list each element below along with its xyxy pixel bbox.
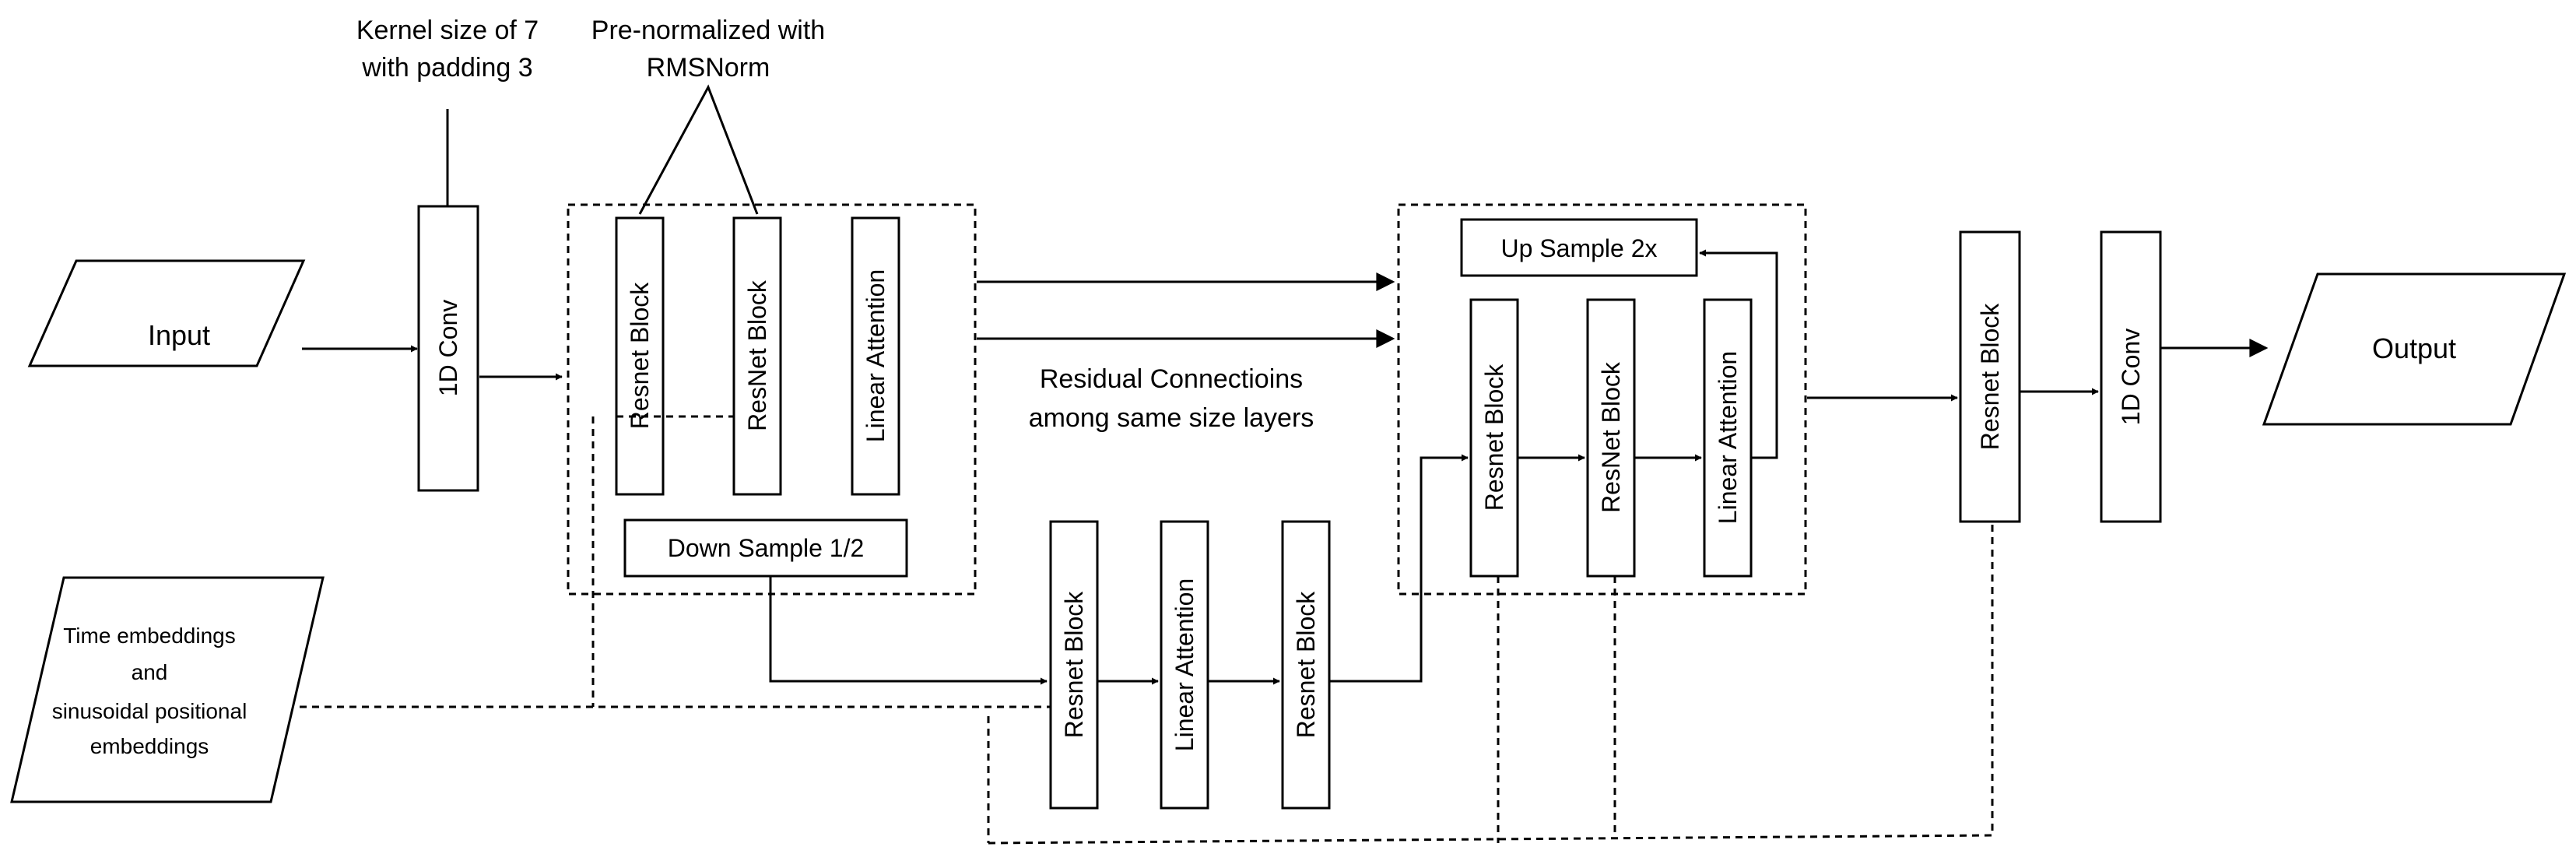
solid-connections <box>302 249 2269 685</box>
conv-out-label: 1D Conv <box>2117 329 2145 426</box>
middle-resnet-1-label: Resnet Block <box>1060 591 1088 739</box>
downsample-block: Down Sample 1/2 <box>623 518 908 578</box>
output-parallelogram <box>2262 272 2567 426</box>
arrow-middle-to-decoder <box>1329 454 1469 683</box>
decoder-resnet-block-2: ResNet Block <box>1586 298 1636 578</box>
input-label: Input <box>148 319 210 351</box>
final-resnet-block: Resnet Block <box>1959 230 2021 523</box>
time-embedding-connections <box>300 415 1994 845</box>
time-embedding-line1: Time embeddings <box>63 624 236 648</box>
annotation-prenorm: Pre-normalized with RMSNorm <box>591 16 825 83</box>
encoder-attention-block: Linear Attention <box>851 216 900 496</box>
middle-resnet-block-1: Resnet Block <box>1049 520 1099 810</box>
decoder-attention-block: Linear Attention <box>1703 298 1753 578</box>
decoder-attention-label: Linear Attention <box>1714 351 1742 524</box>
arrow-downsample-to-middle <box>769 576 1048 685</box>
middle-resnet-block-2: Resnet Block <box>1281 520 1331 810</box>
encoder-resnet-1-label: Resnet Block <box>626 282 654 430</box>
annotation-residual: Residual Connectioins among same size la… <box>1029 364 1314 433</box>
decoder-group <box>1397 203 1807 596</box>
annotation-residual-line2: among same size layers <box>1029 403 1314 433</box>
time-embedding-line2: and <box>132 660 168 684</box>
downsample-label: Down Sample 1/2 <box>668 534 865 562</box>
encoder-resnet-block-2: ResNet Block <box>732 216 782 496</box>
arrow-attention-to-upsample <box>1699 249 1778 459</box>
prenorm-pointer-lines <box>638 84 759 215</box>
conv-in-label: 1D Conv <box>434 300 462 397</box>
conv-in-block: 1D Conv <box>417 205 479 492</box>
dashed-bottom-bus <box>988 523 1994 845</box>
conv-out-block: 1D Conv <box>2100 230 2162 523</box>
input-parallelogram <box>27 259 306 367</box>
encoder-resnet-2-label: ResNet Block <box>743 279 771 431</box>
time-embedding-line3: sinusoidal positional <box>52 699 247 723</box>
middle-attention-block: Linear Attention <box>1160 520 1209 810</box>
upsample-label: Up Sample 2x <box>1501 234 1658 262</box>
decoder-resnet-block-1: Resnet Block <box>1469 298 1519 578</box>
annotation-prenorm-line1: Pre-normalized with <box>591 16 825 45</box>
output-node: Output <box>2262 272 2567 426</box>
output-label: Output <box>2372 332 2456 364</box>
annotation-kernel: Kernel size of 7 with padding 3 <box>356 16 539 83</box>
annotation-kernel-line1: Kernel size of 7 <box>356 16 539 45</box>
final-resnet-label: Resnet Block <box>1976 303 2004 451</box>
decoder-resnet-1-label: Resnet Block <box>1480 364 1508 511</box>
input-node: Input <box>27 259 306 367</box>
time-embedding-parallelogram <box>10 576 325 803</box>
encoder-resnet-block-1: Resnet Block <box>615 216 665 496</box>
middle-resnet-2-label: Resnet Block <box>1292 591 1320 739</box>
time-embedding-line4: embeddings <box>90 734 209 758</box>
annotation-prenorm-line2: RMSNorm <box>647 53 770 83</box>
decoder-resnet-2-label: ResNet Block <box>1597 361 1625 513</box>
annotation-kernel-line2: with padding 3 <box>361 53 532 83</box>
time-embedding-node: Time embeddings and sinusoidal positiona… <box>10 576 325 803</box>
upsample-block: Up Sample 2x <box>1460 218 1698 277</box>
encoder-attention-label: Linear Attention <box>862 269 890 442</box>
middle-attention-label: Linear Attention <box>1170 578 1199 751</box>
annotation-residual-line1: Residual Connectioins <box>1040 364 1303 394</box>
